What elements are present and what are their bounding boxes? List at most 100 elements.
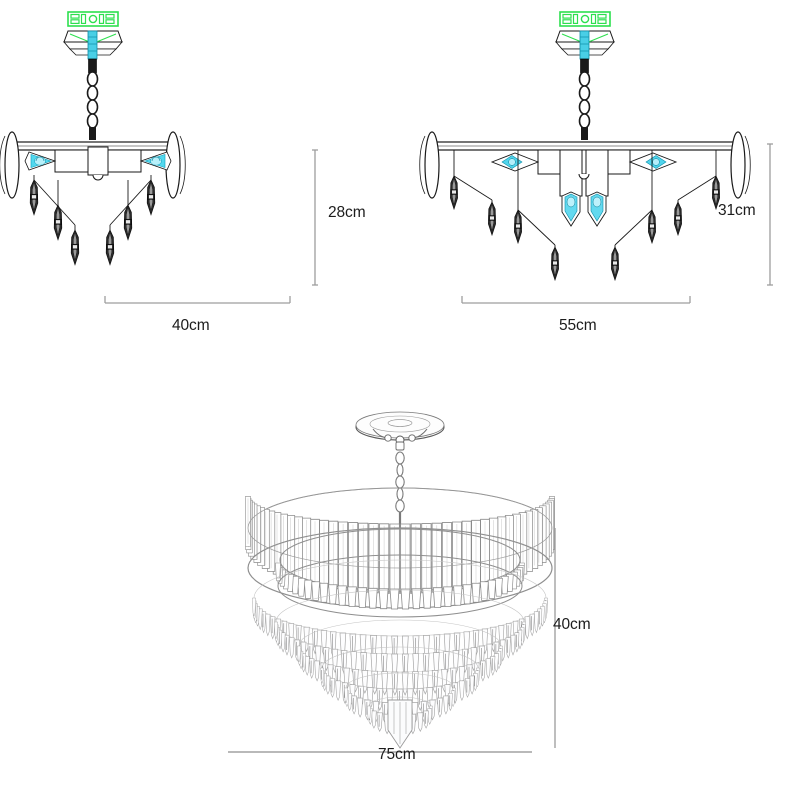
dimension-label-55cm-width: 55cm bbox=[559, 317, 597, 334]
crystal-prism bbox=[297, 645, 301, 663]
crystal-block bbox=[311, 581, 320, 601]
dimension-line-height-28cm bbox=[312, 149, 318, 286]
crystal-drop-3 bbox=[513, 209, 523, 244]
dimension-label-75cm-width: 75cm bbox=[378, 746, 416, 763]
ceiling-canopy bbox=[555, 30, 615, 60]
crystal-prism bbox=[280, 632, 286, 653]
crystal-prism bbox=[284, 634, 290, 656]
crystal-block bbox=[357, 587, 368, 608]
crystal-block bbox=[303, 579, 313, 599]
crystal-drop-8 bbox=[610, 246, 620, 281]
crystal-block bbox=[462, 584, 472, 605]
crystal-prism bbox=[329, 678, 336, 698]
crystal-prism bbox=[376, 712, 383, 733]
crystal-prism bbox=[309, 658, 315, 679]
figure-large-chandelier bbox=[210, 400, 630, 790]
crystal-drop-7 bbox=[647, 209, 657, 244]
crystal-drop-6 bbox=[146, 179, 156, 216]
ceiling-detail-green bbox=[67, 11, 119, 27]
crystal-prism bbox=[447, 693, 453, 712]
crystal-prism bbox=[417, 712, 424, 733]
crystal-prism bbox=[436, 697, 443, 718]
crystal-prism bbox=[485, 658, 491, 679]
crystal-block bbox=[275, 562, 281, 579]
crystal-block bbox=[471, 582, 481, 603]
end-disc-right bbox=[730, 131, 751, 199]
crystal-prism bbox=[505, 637, 511, 659]
hanging-chain bbox=[578, 58, 591, 140]
figure-medium-chandelier bbox=[419, 0, 800, 345]
crystal-block bbox=[297, 577, 306, 597]
ceiling-detail-green bbox=[559, 11, 611, 27]
horizontal-bar bbox=[434, 141, 736, 151]
crystal-block bbox=[337, 585, 347, 606]
crystal-prism bbox=[537, 608, 543, 631]
crystal-prism bbox=[371, 710, 377, 729]
crystal-prism bbox=[274, 621, 278, 640]
crystal-block bbox=[378, 588, 389, 610]
end-disc-left bbox=[419, 131, 440, 199]
crystal-prism bbox=[325, 675, 331, 695]
bulb-right bbox=[140, 151, 172, 171]
crystal-wires bbox=[33, 175, 152, 232]
bulb-leaf-left bbox=[491, 152, 539, 172]
crystal-tiers bbox=[252, 559, 548, 736]
crystal-drop-5 bbox=[123, 204, 133, 241]
tier-rim bbox=[298, 619, 502, 673]
crystal-block bbox=[347, 586, 357, 607]
crystal-prism bbox=[529, 613, 535, 637]
crystal-drop-4 bbox=[550, 246, 560, 281]
crystal-block bbox=[487, 579, 497, 599]
crystal-ring-mid bbox=[275, 528, 525, 618]
crystal-prism bbox=[524, 616, 531, 640]
crystal-drop-1 bbox=[29, 179, 39, 216]
crystal-block bbox=[494, 577, 503, 597]
dimension-label-28cm: 28cm bbox=[328, 204, 366, 221]
crystal-drop-1 bbox=[449, 175, 459, 210]
crystal-ring-top bbox=[245, 487, 555, 609]
crystal-prism bbox=[269, 616, 276, 640]
crystal-prism bbox=[464, 678, 471, 698]
crystal-drop-4 bbox=[105, 229, 115, 266]
crystal-prism bbox=[344, 687, 348, 704]
crystal-prism bbox=[265, 613, 271, 637]
crystal-prism bbox=[252, 597, 256, 617]
crystal-prism bbox=[261, 611, 267, 634]
bulb-left bbox=[24, 151, 56, 171]
hanging-chain bbox=[395, 451, 405, 528]
crystal-prism bbox=[357, 697, 364, 718]
ceiling-canopy bbox=[63, 30, 123, 60]
crystal-block bbox=[422, 587, 433, 609]
crystal-drop-3 bbox=[70, 229, 80, 266]
dimension-label-40cm-width: 40cm bbox=[172, 317, 210, 334]
crystal-block bbox=[480, 581, 489, 601]
crystal-prism bbox=[314, 660, 320, 682]
dimension-line-height-31cm bbox=[767, 143, 773, 286]
dimension-line-width-40cm bbox=[104, 296, 291, 304]
crystal-prism bbox=[443, 695, 449, 715]
lamp-body bbox=[537, 149, 631, 197]
end-disc-left bbox=[0, 131, 20, 199]
crystal-block bbox=[411, 588, 422, 610]
crystal-drop-2 bbox=[53, 204, 63, 241]
crystal-prism bbox=[320, 667, 324, 685]
crystal-drop-2 bbox=[487, 201, 497, 236]
crystal-prism bbox=[427, 708, 433, 725]
crystal-block bbox=[389, 588, 400, 610]
crystal-prism bbox=[351, 695, 357, 715]
ceiling-plate bbox=[355, 411, 445, 451]
crystal-block bbox=[367, 587, 378, 609]
crystal-prism bbox=[423, 710, 429, 729]
crystal-prism bbox=[490, 656, 496, 676]
dimension-label-31cm: 31cm bbox=[718, 202, 756, 219]
crystal-prism bbox=[469, 675, 475, 695]
dimension-line-width-55cm bbox=[461, 296, 691, 304]
crystal-block bbox=[328, 584, 338, 605]
crystal-block bbox=[400, 588, 411, 610]
lamp-body bbox=[54, 146, 142, 181]
crystal-prism bbox=[367, 705, 371, 721]
crystal-drop-6 bbox=[673, 201, 683, 236]
dimension-label-40cm-height: 40cm bbox=[553, 616, 591, 633]
crystal-block bbox=[432, 587, 443, 608]
